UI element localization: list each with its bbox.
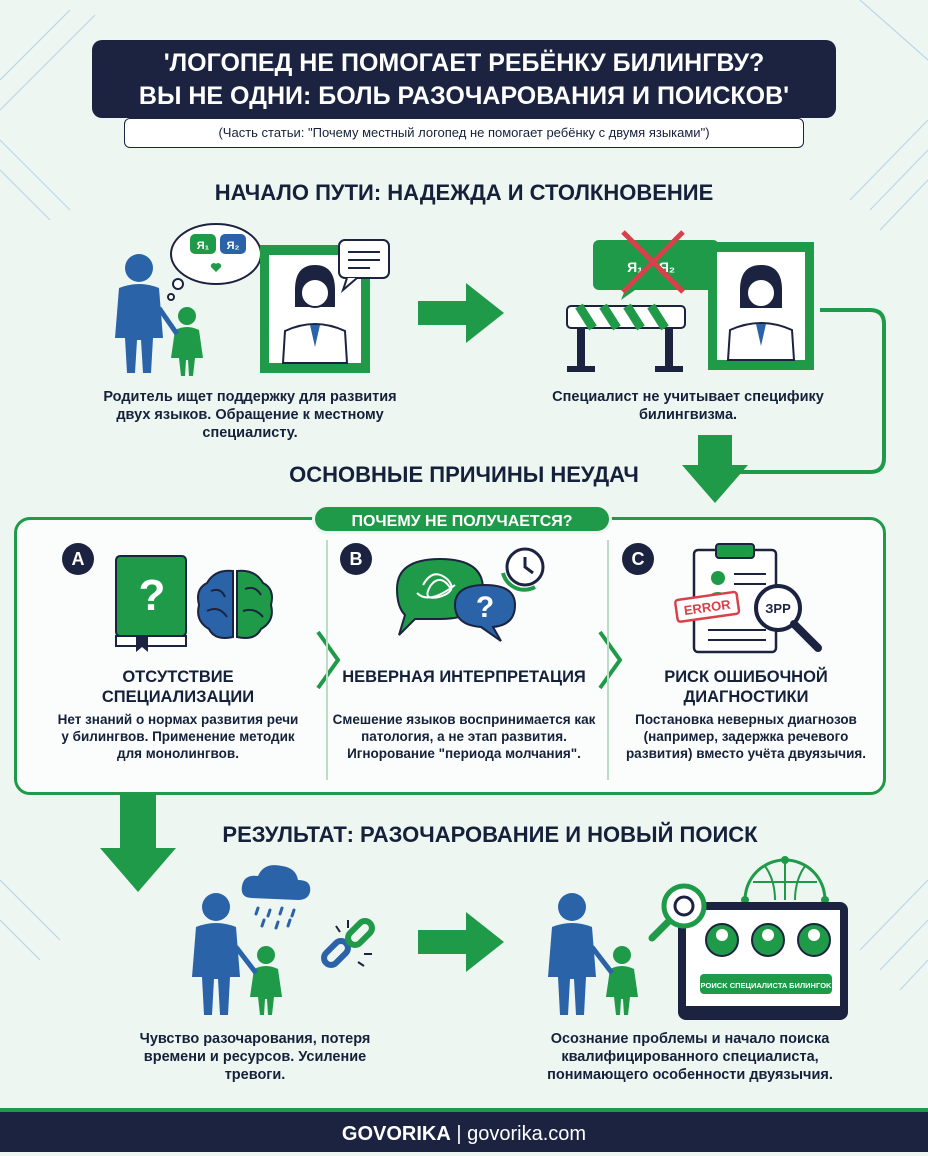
- footer-separator: |: [450, 1123, 468, 1145]
- section-heading-reasons: ОСНОВНЫЕ ПРИЧИНЫ НЕУДАЧ: [289, 462, 639, 487]
- confused-speech-icon: ?: [395, 547, 545, 642]
- book-icon: ?: [115, 555, 187, 652]
- barrier-icon: Я₁ Я₂: [566, 230, 719, 372]
- rain-cloud-icon: [241, 865, 311, 930]
- result-left-caption: Чувство разочарования, потеря времени и …: [139, 1031, 371, 1083]
- bubble-lang-1: Я₁: [197, 240, 210, 252]
- column-letter-a: A: [62, 543, 94, 575]
- sad-parent-child-icon: [192, 893, 282, 1015]
- globe-icon: [741, 856, 829, 904]
- arrow-down-left-icon: [100, 794, 176, 892]
- bubble-question-mark: ?: [476, 591, 494, 624]
- title-line-1: 'ЛОГОПЕД НЕ ПОМОГАЕТ РЕБЁНКУ БИЛИНГВУ?: [163, 49, 765, 77]
- column-divider: [326, 540, 328, 780]
- subtitle: (Часть статьи: "Почему местный логопед н…: [124, 118, 804, 148]
- brain-icon: [197, 569, 273, 639]
- column-b-text: Смешение языков воспринимается как патол…: [332, 712, 596, 761]
- section-heading-result: РЕЗУЛЬТАТ: РАЗОЧАРОВАНИЕ И НОВЫЙ ПОИСК: [222, 822, 758, 847]
- arrow-right-icon: [418, 283, 504, 343]
- parent-child-searching-icon: [548, 893, 638, 1015]
- specialist-card-2-icon: [708, 242, 814, 370]
- column-divider: [607, 540, 609, 780]
- monitor-search-icon: POИCK CПЕЦИAЛИCTA БИЛИHГOK: [648, 883, 848, 1020]
- error-stamp: ERROR: [683, 597, 732, 618]
- book-question-mark: ?: [139, 571, 166, 620]
- footer-brand: GOVORIKA: [341, 1123, 451, 1145]
- thought-bubble-icon: Я₁ Я₂: [167, 223, 262, 301]
- bubble-lang-2: Я₂: [227, 240, 240, 252]
- section-heading-start: НАЧАЛО ПУТИ: НАДЕЖДА И СТОЛКНОВЕНИЕ: [214, 180, 714, 205]
- connector-arrow-icon: [730, 308, 886, 474]
- parent-child-icon: [115, 254, 203, 376]
- title-line-2: ВЫ НЕ ОДНИ: БОЛЬ РАЗОЧАРОВАНИЯ И ПОИСКОВ…: [138, 82, 790, 110]
- column-c-text: Постановка неверных диагнозов (например,…: [625, 712, 867, 761]
- column-c-title: РИСК ОШИБОЧНОЙ ДИАГНОСТИКИ: [664, 668, 828, 706]
- chevron-right-icon: [598, 630, 623, 690]
- column-a-title: ОТСУТСТВИЕ СПЕЦИАЛИЗАЦИИ: [101, 668, 255, 706]
- column-a-text: Нет знаний о нормах развития речи у били…: [57, 712, 299, 761]
- crossed-lang-1: Я₁: [627, 259, 643, 275]
- result-right-caption: Осознание проблемы и начало поиска квали…: [547, 1031, 833, 1083]
- reasons-pill: ПОЧЕМУ НЕ ПОЛУЧАЕТСЯ?: [312, 504, 612, 534]
- zrr-label: ЗРР: [765, 601, 791, 616]
- footer: GOVORIKA | govorika.com: [0, 1108, 928, 1152]
- column-letter-b: B: [340, 543, 372, 575]
- start-right-caption: Специалист не учитывает специфику билинг…: [552, 389, 824, 423]
- chevron-right-icon: [316, 630, 341, 690]
- screen-search-label: POИCK CПЕЦИAЛИCTA БИЛИHГOK: [701, 981, 832, 990]
- arrow-right-icon: [418, 912, 504, 972]
- arrow-down-icon: [682, 435, 748, 503]
- footer-site-link[interactable]: govorika.com: [467, 1123, 587, 1145]
- broken-chain-icon: [321, 918, 375, 968]
- start-left-caption: Родитель ищет поддержку для развития дву…: [103, 389, 397, 441]
- specialist-card-icon: [260, 239, 390, 373]
- column-b-title: НЕВЕРНАЯ ИНТЕРПРЕТАЦИЯ: [342, 668, 586, 686]
- column-letter-c: C: [622, 543, 654, 575]
- clipboard-diagnosis-icon: ERROR ЗРР: [674, 543, 822, 654]
- page-title: 'ЛОГОПЕД НЕ ПОМОГАЕТ РЕБЁНКУ БИЛИНГВУ? В…: [92, 40, 836, 118]
